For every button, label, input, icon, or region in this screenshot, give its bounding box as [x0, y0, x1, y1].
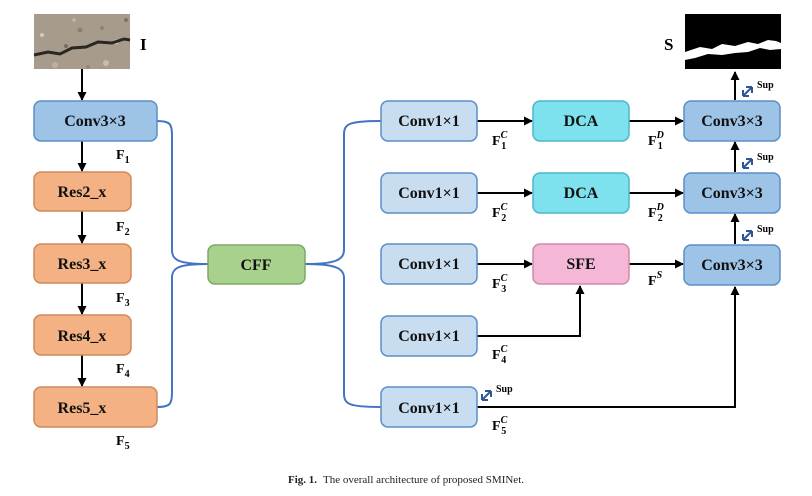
svg-text:Sup: Sup	[757, 80, 774, 91]
svg-text:Conv1×1: Conv1×1	[398, 256, 460, 273]
svg-text:Sup: Sup	[757, 224, 774, 235]
svg-text:Conv1×1: Conv1×1	[398, 328, 460, 345]
svg-text:Sup: Sup	[757, 152, 774, 163]
feature-f2: F2	[116, 220, 130, 238]
input-label: I	[140, 35, 147, 54]
sup-marker-1: Sup	[742, 80, 774, 97]
sup-marker-2: Sup	[742, 152, 774, 169]
svg-text:DCA: DCA	[564, 113, 599, 130]
branch-conv1x1-3: Conv1×1	[380, 243, 478, 285]
svg-text:Res4_x: Res4_x	[58, 328, 107, 345]
backbone-res5x: Res5_x	[33, 386, 158, 428]
svg-text:Conv3×3: Conv3×3	[64, 113, 126, 130]
architecture-diagram: I S Conv3×3 Res2_x	[33, 14, 781, 452]
svg-text:Conv1×1: Conv1×1	[398, 185, 460, 202]
decoder-conv3x3-3: Conv3×3	[683, 244, 781, 286]
supervision-markers: Sup Sup Sup Sup	[481, 80, 774, 401]
backbone-res4x: Res4_x	[33, 314, 132, 356]
svg-text:Conv3×3: Conv3×3	[701, 113, 763, 130]
feature-f5: F5	[116, 434, 130, 452]
arrows	[77, 69, 740, 408]
branch-conv1x1-4: Conv1×1	[380, 315, 478, 357]
decoder-conv3x3-1: Conv3×3	[683, 100, 781, 142]
connectors	[156, 120, 382, 408]
svg-text:Res5_x: Res5_x	[58, 400, 107, 417]
svg-text:Conv1×1: Conv1×1	[398, 113, 460, 130]
svg-text:Conv1×1: Conv1×1	[398, 400, 460, 417]
svg-text:CFF: CFF	[240, 257, 271, 274]
svg-text:SFE: SFE	[566, 256, 595, 273]
dca-module-2: DCA	[532, 172, 630, 214]
sup-arrow-icon	[742, 230, 753, 241]
sup-marker-4: Sup	[481, 384, 513, 401]
output-mask-image	[685, 14, 781, 69]
branch-conv1x1-2: Conv1×1	[380, 172, 478, 214]
sup-arrow-icon	[481, 390, 492, 401]
backbone-res3x: Res3_x	[33, 243, 132, 284]
branch-conv1x1-5: Conv1×1	[380, 386, 478, 428]
output-label: S	[664, 35, 673, 54]
sup-arrow-icon	[742, 158, 753, 169]
backbone-feature-labels: F1 F2 F3 F4 F5	[116, 148, 130, 452]
feature-f4: F4	[116, 362, 130, 380]
backbone-conv3x3: Conv3×3	[33, 100, 158, 142]
svg-text:Sup: Sup	[496, 384, 513, 395]
svg-text:Res2_x: Res2_x	[58, 184, 107, 201]
svg-text:Conv3×3: Conv3×3	[701, 185, 763, 202]
feature-f1: F1	[116, 148, 130, 166]
caption-prefix: Fig. 1.	[287, 474, 318, 486]
decoder-conv3x3-2: Conv3×3	[683, 172, 781, 214]
backbone-res2x: Res2_x	[33, 171, 132, 212]
feature-fs: FS	[648, 270, 663, 289]
sup-arrow-icon	[742, 86, 753, 97]
sfe-module: SFE	[532, 243, 630, 285]
svg-text:DCA: DCA	[564, 185, 599, 202]
feature-f3: F3	[116, 291, 130, 309]
svg-text:Res3_x: Res3_x	[58, 256, 107, 273]
input-crack-image	[33, 14, 131, 69]
svg-text:Conv3×3: Conv3×3	[701, 257, 763, 274]
cff-module: CFF	[207, 244, 306, 285]
caption-text: The overall architecture of proposed SMI…	[323, 474, 524, 486]
dca-module-1: DCA	[532, 100, 630, 142]
sup-marker-3: Sup	[742, 224, 774, 241]
branch-conv1x1-1: Conv1×1	[380, 100, 478, 142]
figure-caption: Fig. 1. The overall architecture of propo…	[0, 474, 812, 486]
